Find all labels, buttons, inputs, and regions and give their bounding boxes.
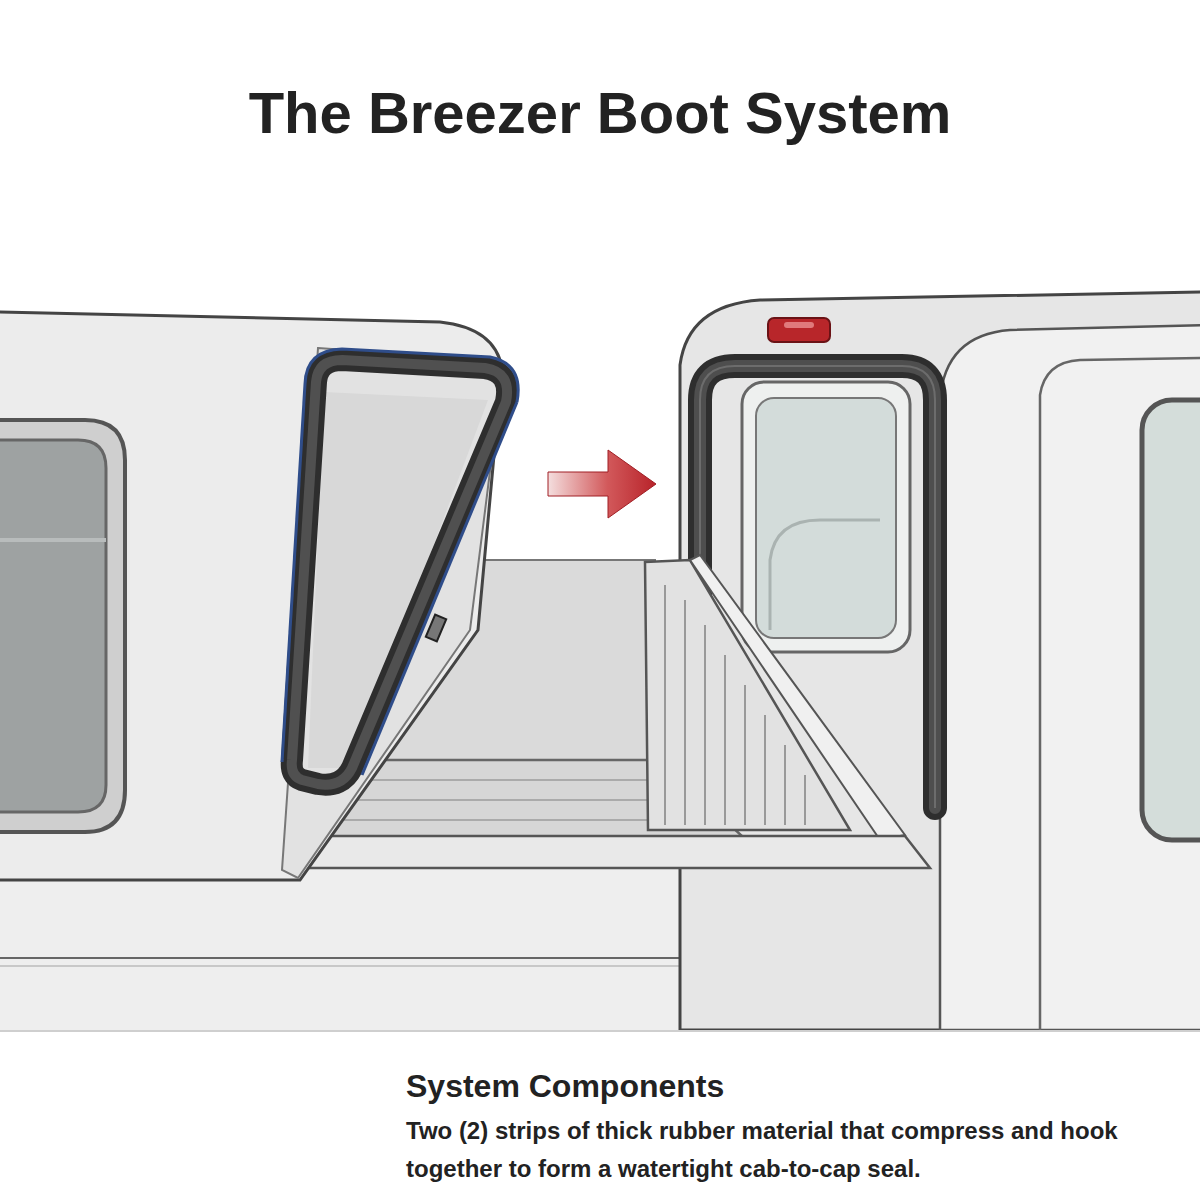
panel-ground [0, 1030, 1200, 1200]
info-panel: System ComponentsTwo (2) strips of thick… [0, 1030, 1200, 1200]
truck-cab [680, 292, 1200, 1030]
direction-arrow [548, 450, 656, 518]
title-layer: The Breezer Boot System [0, 0, 1200, 147]
panel-heading: System Components [406, 1066, 1176, 1106]
diagram-title: The Breezer Boot System [0, 0, 1200, 147]
truck-cap [0, 312, 518, 880]
panel-body: Two (2) strips of thick rubber material … [406, 1112, 1176, 1189]
